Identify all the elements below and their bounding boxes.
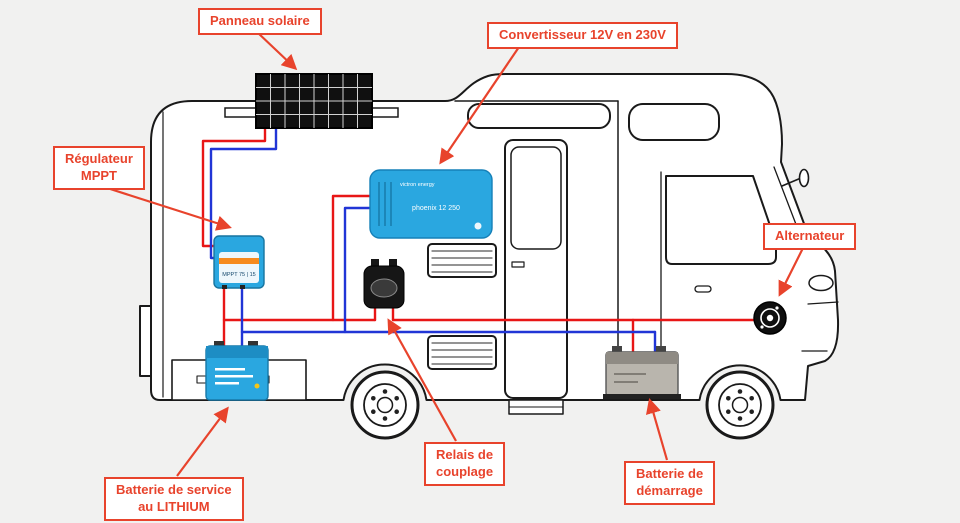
label-relay: Relais de couplage xyxy=(424,442,506,486)
service-battery-markings xyxy=(215,368,260,389)
label-alternator: Alternateur xyxy=(763,223,857,250)
arrow-to-service-battery xyxy=(176,406,229,477)
starter-battery xyxy=(603,346,681,399)
motorhome-outline xyxy=(139,73,840,440)
starter-battery-top-band xyxy=(606,352,678,364)
arrow-to-alternator xyxy=(778,247,804,297)
wiring xyxy=(201,126,755,355)
inverter-model-text: phoenix 12 250 xyxy=(412,205,460,212)
label-mppt: Régulateur MPPT xyxy=(53,146,145,190)
inverter-connector xyxy=(474,222,482,230)
label-service-battery: Batterie de service au LITHIUM xyxy=(104,477,244,521)
headlight xyxy=(808,274,834,292)
service-battery-top-band xyxy=(206,346,268,358)
mirror-arm xyxy=(781,177,802,187)
annotation-arrows xyxy=(103,31,804,477)
wire-red-inverter-feed xyxy=(331,194,372,322)
entry-door-handle xyxy=(511,261,525,268)
upper-window-strip xyxy=(467,103,611,129)
arrow-to-mppt xyxy=(103,185,232,231)
inverter-device: victron energy phoenix 12 250 xyxy=(369,169,493,239)
solar-panel-rail-right xyxy=(371,107,399,118)
mppt-label-area xyxy=(219,252,259,283)
mppt-model-text: MPPT 75 | 15 xyxy=(222,272,255,278)
entry-door-window xyxy=(510,146,562,250)
lower-side-vent xyxy=(427,335,497,370)
arrow-to-starter-battery xyxy=(646,398,669,461)
relay-device xyxy=(363,259,405,309)
label-inverter: Convertisseur 12V en 230V xyxy=(487,22,678,49)
mppt-controller: MPPT 75 | 15 xyxy=(213,235,265,289)
wire-red-panel-to-mppt xyxy=(201,126,267,248)
mirror-icon xyxy=(798,168,810,188)
mppt-orange-stripe xyxy=(219,258,259,264)
label-solar-panel: Panneau solaire xyxy=(198,8,322,35)
solar-panel xyxy=(224,73,399,129)
alternator xyxy=(753,301,787,335)
cab-door-handle xyxy=(694,285,712,293)
label-starter-battery: Batterie de démarrage xyxy=(624,461,716,505)
relay-label-area xyxy=(370,278,398,298)
front-bumper-line-upper xyxy=(807,301,839,305)
cab-side-window xyxy=(665,175,777,265)
arrow-to-solar-panel xyxy=(256,31,298,71)
starter-battery-markings xyxy=(614,373,646,383)
starter-battery-base xyxy=(603,394,681,399)
wire-blue-inverter-feed xyxy=(343,206,372,334)
arrow-to-inverter xyxy=(439,46,520,165)
inverter-brand-text: victron energy xyxy=(400,182,435,188)
rear-wheel xyxy=(350,370,420,440)
arrow-to-relay xyxy=(387,318,457,442)
overcab-window xyxy=(628,103,720,141)
solar-panel-grid xyxy=(256,74,372,128)
wire-blue-panel-to-mppt xyxy=(209,126,278,260)
upper-side-vent xyxy=(427,243,497,278)
entry-door xyxy=(504,139,568,415)
solar-panel-rail-left xyxy=(224,107,257,118)
inverter-vents xyxy=(378,182,392,226)
service-battery xyxy=(205,341,269,401)
front-wheel xyxy=(705,370,775,440)
